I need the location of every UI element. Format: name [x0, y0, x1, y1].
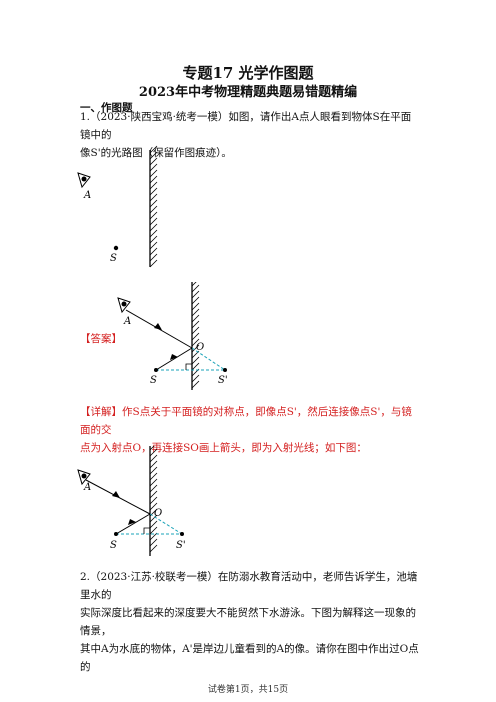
question-2-text: 2.（2023·江苏·校联考一模）在防溺水教育活动中，老师告诉学生，池塘里水的 … — [80, 571, 419, 673]
right-angle-mark — [143, 527, 150, 534]
page-footer: 试卷第1页，共15页 — [207, 685, 289, 695]
mirror-hatching — [149, 145, 158, 268]
label-s-prime: S' — [176, 540, 186, 551]
arrow-icon — [128, 519, 136, 525]
point-s-prime — [223, 368, 227, 372]
label-s: S — [110, 540, 117, 551]
question-1-figure: A S — [77, 145, 158, 268]
mirror-hatching — [191, 282, 200, 389]
eye-icon — [117, 297, 131, 314]
label-o: O — [196, 342, 204, 353]
label-s-prime: S' — [218, 375, 228, 386]
arrow-icon — [170, 354, 178, 360]
arrow-icon — [112, 491, 120, 498]
answer-label: 【答案】 — [80, 333, 122, 345]
detail-figure: A O S S' — [77, 446, 186, 556]
right-angle-mark — [185, 363, 192, 370]
mirror-hatching — [149, 446, 158, 553]
page-title: 专题17 光学作图题 — [182, 64, 314, 82]
section-heading: 一、作图题 — [80, 102, 133, 114]
label-a: A — [83, 482, 91, 493]
virtual-ray — [191, 347, 226, 371]
page-subtitle: 2023年中考物理精题典题易错题精编 — [138, 85, 358, 100]
eye-icon — [77, 172, 91, 189]
label-a: A — [123, 316, 131, 327]
label-s: S — [110, 253, 117, 264]
arrow-icon — [154, 323, 162, 330]
point-s-prime — [180, 532, 184, 536]
label-o: O — [154, 508, 162, 519]
incident-ray — [155, 347, 193, 371]
answer-figure: A O S S' — [117, 282, 228, 390]
point-s — [113, 245, 119, 251]
eye-icon — [77, 469, 91, 486]
label-a: A — [83, 190, 91, 201]
label-s: S — [150, 375, 157, 386]
incident-ray — [115, 513, 151, 535]
point-s — [154, 368, 158, 372]
point-s — [114, 532, 118, 536]
virtual-ray — [149, 513, 183, 535]
detail-text: 【详解】作S点关于平面镜的对称点，即像点S'，然后连接像点S'，与镜面的交 点为… — [80, 406, 412, 454]
